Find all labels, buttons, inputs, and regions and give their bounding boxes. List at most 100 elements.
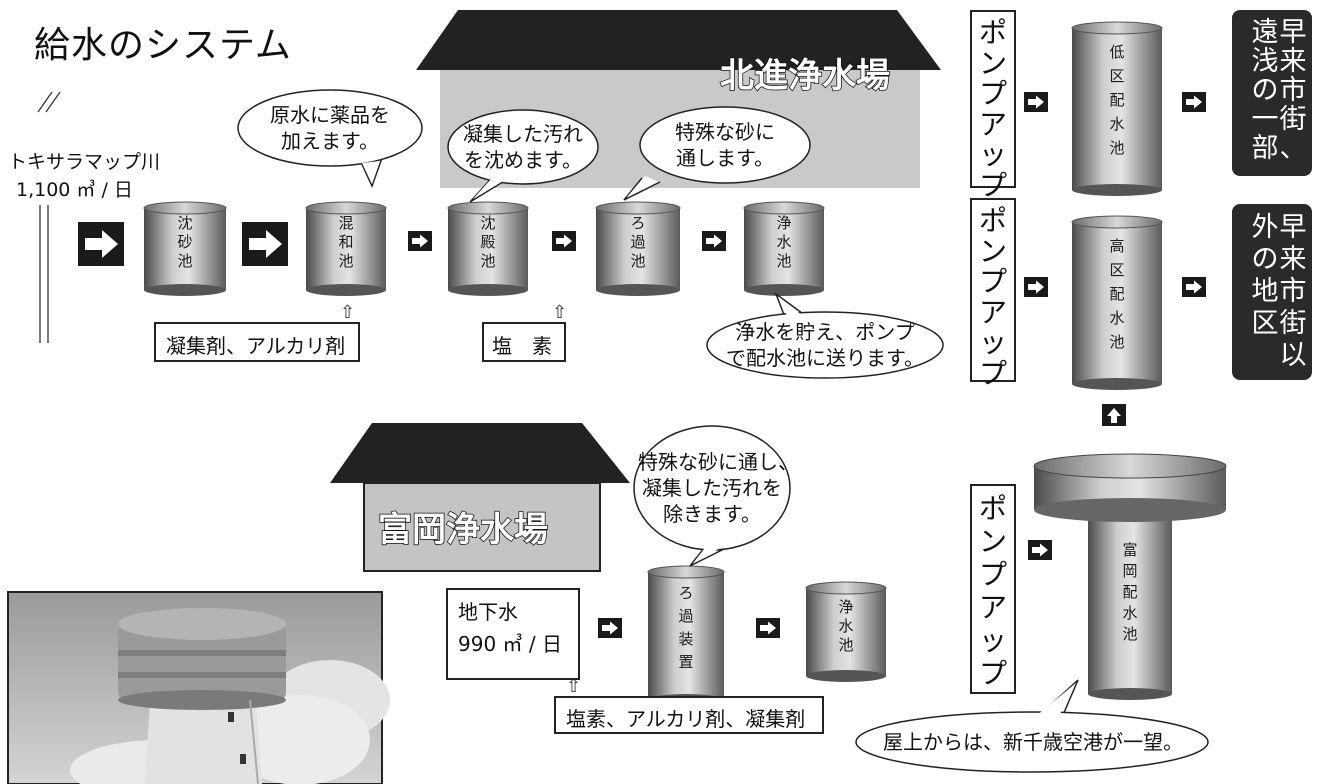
destination-char: 来 — [1279, 244, 1307, 275]
bubble-line: 浄水を貯え、ポンプ — [735, 320, 915, 344]
tank-label-char: 砂 — [177, 233, 193, 251]
destination-box-bottom: 早 来 市 街 以 外 の 地 区 — [1232, 204, 1312, 380]
tomioka-plant-name: 富岡浄水場 — [377, 509, 549, 551]
destination-char: 市 — [1279, 276, 1307, 307]
tank-label-char: ろ — [678, 584, 694, 602]
bubble-line: 通します。 — [676, 146, 774, 170]
destination-char: 早 — [1279, 17, 1307, 48]
tank-label-char: 池 — [177, 252, 193, 270]
river-name: トキサラマップ川 — [8, 151, 161, 173]
bubble-tomioka-shape — [633, 425, 791, 567]
pump-char: ン — [978, 234, 1007, 268]
pump-char: ポ — [978, 204, 1007, 237]
bubble-line: 原水に薬品を — [270, 103, 390, 127]
tank-label-char: 岡 — [1122, 562, 1138, 580]
destination-char: 市 — [1279, 75, 1307, 106]
tank-label-char: 池 — [838, 636, 854, 654]
bubble-gyoushuu: 凝集した汚れ を沈めます。 — [450, 121, 596, 173]
tank-chinden-label: 沈 殿 池 — [478, 214, 498, 271]
bubble-jousui: 浄水を貯え、ポンプ で配水池に送ります。 — [711, 319, 939, 371]
groundwater-name: 地下水 — [458, 600, 518, 624]
bubble-line: 特殊な砂に通し、 — [638, 450, 798, 474]
pump-char: ア — [978, 295, 1007, 329]
tank-label-char: 池 — [1109, 139, 1125, 157]
pump-up-box-3: ポ ン プ ア ッ プ — [970, 484, 1016, 694]
bubble-suna-shape — [623, 106, 811, 201]
tank-label-char: 水 — [1109, 309, 1125, 327]
chemical-box-tomioka: 塩素、アルカリ剤、凝集剤 — [554, 696, 824, 734]
tank-label-char: 和 — [338, 233, 354, 251]
bubble-line: 凝集した汚れを — [642, 476, 782, 500]
tank-konwa — [305, 201, 387, 296]
tank-label-char: 高 — [1109, 237, 1125, 255]
destination-char: 区 — [1251, 308, 1279, 339]
pump-char: プ — [978, 657, 1007, 690]
destination-column: 遠 浅 の 一 部 — [1251, 17, 1279, 163]
chemical-label-enso: 塩 素 — [492, 334, 552, 358]
pump-up-box-2: ポ ン プ ア ッ プ — [970, 198, 1016, 388]
destination-char: の — [1251, 244, 1279, 275]
tank-label-char: 池 — [480, 252, 496, 270]
pump-char: ア — [978, 591, 1007, 624]
tank-label-char: 池 — [1122, 625, 1138, 643]
tank-label-char: 水 — [1109, 115, 1125, 133]
chemical-box-gyoushuu: 凝集剤、アルカリ剤 — [154, 322, 360, 362]
pump-char: ン — [978, 525, 1007, 558]
tank-label-char: 池 — [1109, 333, 1125, 351]
pump-char: ポ — [978, 16, 1007, 49]
destination-column: 外 の 地 区 — [1251, 212, 1279, 372]
chemical-up-arrow-2: ⇧ — [552, 302, 568, 323]
bubble-okujou-shape — [855, 679, 1209, 773]
river-amount: 1,100 ㎥ / 日 — [16, 179, 133, 201]
destination-char: 一 — [1251, 104, 1279, 135]
destination-top-text: 早 来 市 街 、 遠 浅 の 一 部 — [1232, 10, 1312, 163]
destination-char: 以 — [1279, 340, 1307, 371]
page-title: 給水のシステム — [34, 25, 292, 66]
tank-label-char: 区 — [1109, 261, 1125, 279]
groundwater-amount: 990 ㎥ / 日 — [458, 632, 562, 656]
pump-up-box-1: ポ ン プ ア ッ プ — [970, 10, 1016, 200]
pump-char: ア — [978, 107, 1007, 141]
pump-char: プ — [978, 558, 1007, 591]
chemical-up-arrow-1: ⇧ — [340, 302, 356, 323]
pump-char: ッ — [978, 138, 1007, 171]
tank-label-char: 区 — [1109, 67, 1125, 85]
pump-char: ポ — [978, 492, 1007, 525]
tank-label-char: 水 — [1122, 604, 1138, 622]
bubble-line: 除きます。 — [663, 502, 761, 526]
bubble-okujou: 屋上からは、新千歳空港が一望。 — [883, 730, 1183, 754]
tank-jousui2-label: 浄 水 池 — [836, 598, 856, 655]
hokushin-plant-name: 北進浄水場 — [719, 55, 891, 97]
tank-label-char: 水 — [776, 233, 792, 251]
flow-arrows — [78, 92, 1206, 638]
tank-chinden — [447, 201, 529, 296]
pump-char: ッ — [978, 326, 1007, 359]
bubble-genzui: 原水に薬品を 加えます。 — [242, 102, 418, 154]
water-tower-photo — [7, 591, 390, 784]
destination-char: 街 — [1279, 104, 1307, 135]
pump-char: プ — [978, 168, 1007, 202]
tank-label-char: 浄 — [838, 598, 854, 616]
destination-column: 早 来 市 街 、 — [1279, 17, 1307, 163]
tank-tomioka-haisui-label: 富 岡 配 水 池 — [1120, 540, 1140, 645]
tank-roka-label: ろ 過 池 — [628, 214, 648, 271]
bubble-genzui-shape — [237, 89, 423, 188]
tank-label-char: 置 — [678, 653, 694, 671]
bubble-line: 特殊な砂に — [675, 120, 775, 144]
pump-char: プ — [978, 77, 1007, 110]
tank-chinsa-label: 沈 砂 池 — [175, 214, 195, 271]
destination-char: 遠 — [1251, 17, 1279, 48]
tank-label-char: 過 — [630, 233, 646, 251]
pump-char: ッ — [978, 624, 1007, 657]
tank-label-char: 沈 — [480, 214, 496, 232]
destination-char: 外 — [1251, 212, 1279, 243]
pump-char: プ — [978, 356, 1007, 390]
chemical-label-tomioka: 塩素、アルカリ剤、凝集剤 — [566, 707, 806, 731]
tank-jousui — [743, 201, 825, 296]
tank-label-char: 浄 — [776, 214, 792, 232]
tank-chinsa — [143, 201, 227, 296]
tank-teiku-label: 低 区 配 水 池 — [1107, 40, 1127, 160]
tank-label-char: 配 — [1109, 285, 1125, 303]
bubble-line: 凝集した汚れ — [463, 122, 583, 146]
